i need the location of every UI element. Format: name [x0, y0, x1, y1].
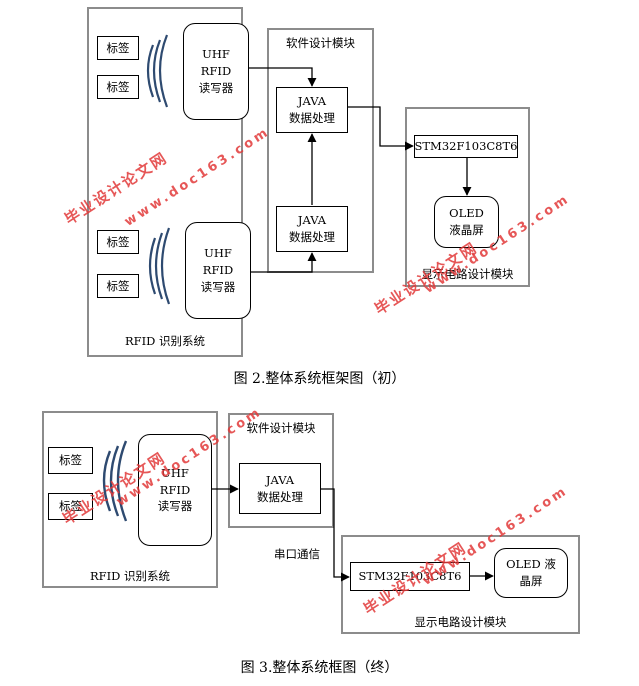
rfid-system-label-1: RFID 识别系统 — [124, 334, 206, 348]
rfid-system-frame-2 — [42, 411, 218, 588]
software-module-label-1: 软件设计模块 — [286, 36, 355, 50]
figure-caption-3: 图 3.整体系统框图（终） — [240, 660, 399, 676]
tag-box-1b: 标签 — [97, 75, 139, 99]
display-module-label-2: 显示电路设计模块 — [414, 615, 507, 629]
oled-box-2: OLED 液晶屏 — [494, 548, 568, 598]
figure-caption-2: 图 2.整体系统框架图（初） — [233, 371, 406, 387]
rfid-system-label-2: RFID 识别系统 — [89, 569, 171, 583]
software-module-frame-1 — [267, 28, 374, 273]
tag-box-1d: 标签 — [97, 274, 139, 298]
tag-box-1c: 标签 — [97, 230, 139, 254]
software-module-label-2: 软件设计模块 — [246, 421, 316, 435]
rfid-signal-arcs-1b — [148, 227, 171, 305]
rfid-system-frame-1 — [87, 7, 243, 357]
arrow-reader1-to-java — [249, 67, 317, 87]
rfid-signal-arcs-1a — [146, 34, 169, 108]
tag-box-1a: 标签 — [97, 36, 139, 60]
serial-comm-label: 串口通信 — [274, 547, 320, 561]
rfid-signal-arcs-2 — [102, 440, 128, 522]
stm32-box-2: STM32F103C8T6 — [350, 562, 470, 591]
arrow-java-to-stm32 — [348, 106, 414, 151]
display-module-frame-2 — [341, 535, 580, 634]
software-module-frame-2 — [228, 413, 334, 528]
tag-box-2a: 标签 — [48, 447, 93, 474]
tag-box-2b: 标签 — [48, 493, 93, 520]
display-module-frame-1 — [405, 107, 530, 287]
stm32-box-1: STM32F103C8T6 — [414, 135, 518, 158]
display-module-label-1: 显示电路设计模块 — [421, 267, 514, 281]
arrow-reader2-to-java — [251, 252, 317, 273]
arrow-java-to-stm32-2 — [321, 488, 350, 582]
